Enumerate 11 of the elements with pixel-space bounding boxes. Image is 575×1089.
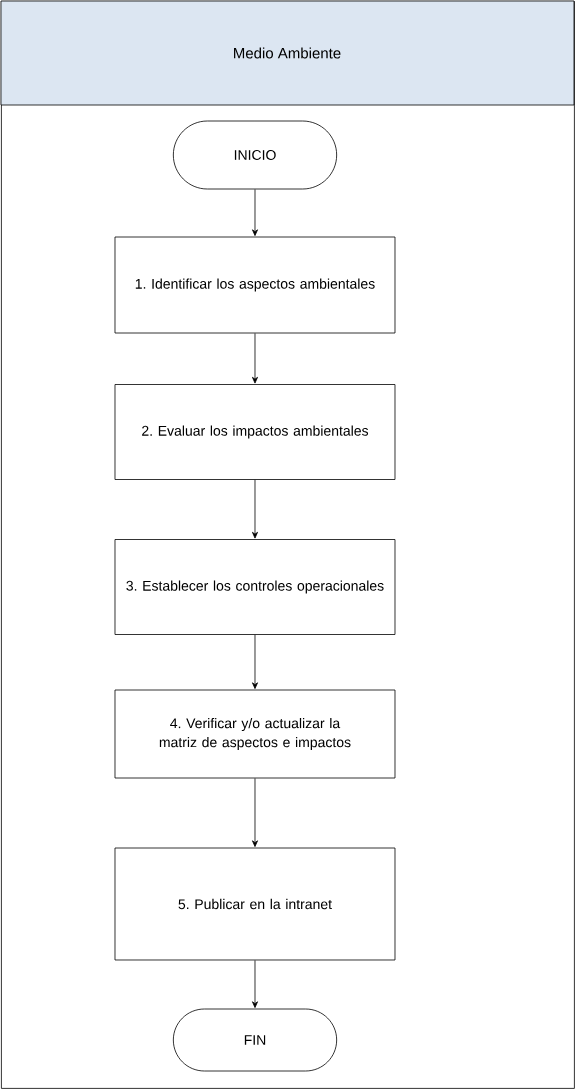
- arrow: [252, 189, 258, 236]
- process-box: 1. Identificar los aspectos ambientales: [114, 236, 396, 334]
- process-box: 2. Evaluar los impactos ambientales: [114, 384, 396, 480]
- arrow: [252, 479, 258, 539]
- process-box: 3. Establecer los controles operacionales: [114, 539, 396, 635]
- arrow: [252, 333, 258, 384]
- process-box: 5. Publicar en la intranet: [114, 847, 396, 961]
- arrow: [252, 634, 258, 689]
- process-box: 4. Verificar y/o actualizar la matriz de aspectos e impactos: [114, 689, 396, 779]
- arrow: [252, 960, 258, 1008]
- arrow: [252, 778, 258, 847]
